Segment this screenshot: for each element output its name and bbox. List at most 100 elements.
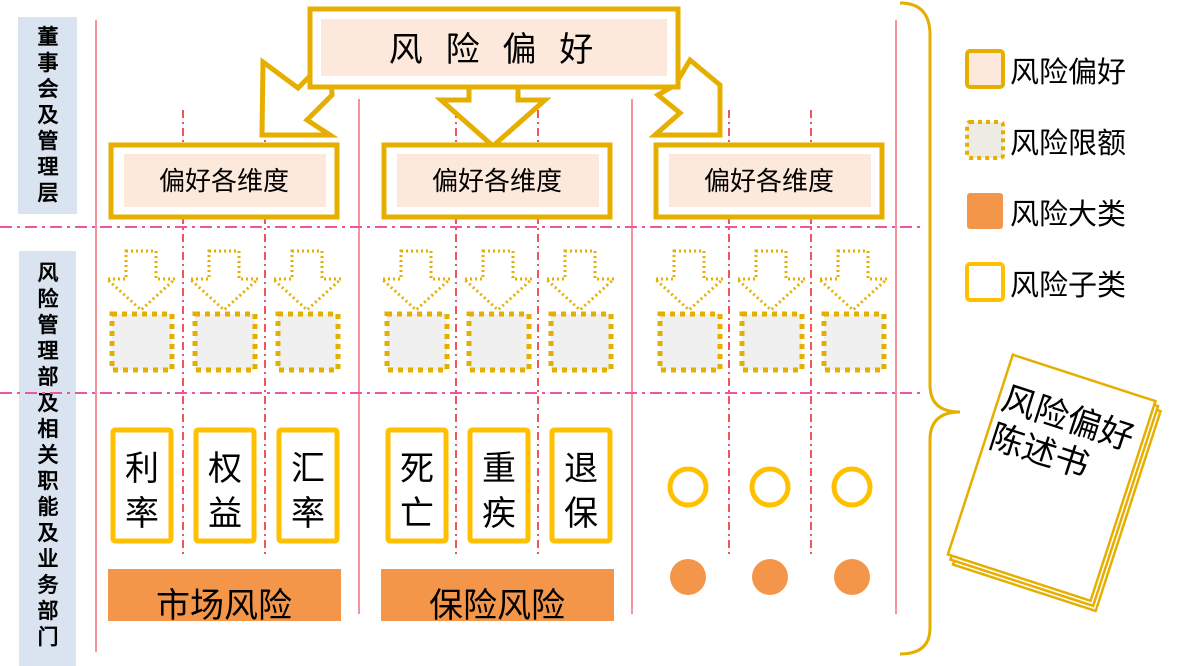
risk-subcategory-box[interactable]: 汇率 xyxy=(276,427,340,544)
risk-subcategory-placeholder-icon[interactable] xyxy=(831,466,873,508)
risk-categories: 市场风险 保险风险 xyxy=(108,569,614,626)
dimension-label: 偏好各维度 xyxy=(159,167,289,197)
sidebar-bottom-char: 部 xyxy=(38,599,59,623)
sidebar-top-bg xyxy=(18,17,77,214)
sidebar-bottom-char: 职 xyxy=(38,469,59,493)
risk-appetite-statement-document[interactable]: 风险偏好 陈述书 xyxy=(945,353,1163,613)
risk-subcategory-label: 汇 xyxy=(291,449,325,489)
risk-category-label: 市场风险 xyxy=(156,586,292,626)
risk-limit-box xyxy=(466,311,532,373)
section-dividers xyxy=(95,20,897,652)
risk-subcategory-label: 率 xyxy=(125,494,159,534)
risk-subcategory-label: 重 xyxy=(482,449,516,489)
sidebar-bottom-char: 险 xyxy=(38,287,60,311)
risk-subcategory-box[interactable]: 利率 xyxy=(110,427,174,544)
legend-item: 风险大类 xyxy=(967,193,1126,231)
dimension-box[interactable]: 偏好各维度 xyxy=(108,142,340,220)
dotted-arrow-icon xyxy=(733,249,809,313)
risk-category-bar[interactable]: 保险风险 xyxy=(381,569,614,626)
dimension-box[interactable]: 偏好各维度 xyxy=(381,142,613,220)
flow-arrows xyxy=(259,50,723,150)
sidebar-bottom-char: 门 xyxy=(38,625,59,649)
risk-subcategory-placeholder-icon[interactable] xyxy=(749,466,791,508)
risk-appetite-title: 风 险 偏 好 xyxy=(389,30,599,70)
risk-limit-item[interactable] xyxy=(378,249,454,373)
dimension-boxes: 偏好各维度 偏好各维度 偏好各维度 xyxy=(108,142,885,220)
risk-subcategory-label: 利 xyxy=(125,449,159,489)
risk-limit-box xyxy=(384,311,450,373)
risk-appetite-swatch-icon xyxy=(965,49,1005,89)
dotted-arrow-icon xyxy=(103,249,179,313)
sidebar-top-char: 及 xyxy=(38,103,60,127)
legend-item: 风险限额 xyxy=(965,120,1126,160)
risk-category-bar[interactable]: 市场风险 xyxy=(108,569,341,626)
dotted-arrow-icon xyxy=(651,249,727,313)
risk-subcategory-swatch-icon xyxy=(965,262,1005,302)
risk-limit-item[interactable] xyxy=(186,249,262,373)
sidebar-bottom-char: 管 xyxy=(38,313,59,337)
sidebar-top-char: 事 xyxy=(38,51,59,75)
sidebar-top-char: 董 xyxy=(38,25,59,49)
sidebar-bottom-char: 及 xyxy=(38,391,60,415)
dotted-arrow-icon xyxy=(269,249,345,313)
risk-limit-box xyxy=(109,311,175,373)
dotted-arrow-icon xyxy=(378,249,454,313)
sidebar-bottom-char: 部 xyxy=(38,365,59,389)
dimension-box[interactable]: 偏好各维度 xyxy=(653,142,885,220)
sidebar-top-char: 会 xyxy=(38,77,59,101)
risk-limit-item[interactable] xyxy=(103,249,179,373)
sidebar-bottom-char: 务 xyxy=(38,573,60,597)
risk-limit-box xyxy=(657,311,723,373)
legend-item: 风险子类 xyxy=(965,262,1126,302)
risk-limit-box xyxy=(548,311,614,373)
risk-limit-item[interactable] xyxy=(815,249,891,373)
sidebar-bottom-char: 理 xyxy=(38,339,59,363)
dotted-arrow-icon xyxy=(186,249,262,313)
legend-label: 风险大类 xyxy=(1010,197,1126,231)
risk-limit-item[interactable] xyxy=(542,249,618,373)
risk-category-label: 保险风险 xyxy=(429,586,565,626)
risk-subcategory-label: 死 xyxy=(400,449,434,489)
risk-limit-box xyxy=(821,311,887,373)
risk-subcategory-label: 权 xyxy=(208,449,242,489)
legend-label: 风险子类 xyxy=(1010,268,1126,302)
document-page xyxy=(946,353,1158,603)
row-dividers xyxy=(0,226,920,394)
column-dividers xyxy=(182,110,812,555)
risk-limit-item[interactable] xyxy=(733,249,809,373)
risk-limit-item[interactable] xyxy=(460,249,536,373)
risk-subcategory-box[interactable]: 重疾 xyxy=(467,427,531,544)
risk-subcategory-box[interactable]: 死亡 xyxy=(385,427,449,544)
sidebar-bottom-char: 及 xyxy=(38,521,60,545)
risk-limit-item[interactable] xyxy=(269,249,345,373)
dimension-label: 偏好各维度 xyxy=(704,167,834,197)
risk-subcategory-placeholder-icon[interactable] xyxy=(667,466,709,508)
risk-subcategory-label: 益 xyxy=(208,494,242,534)
risk-appetite-box[interactable]: 风 险 偏 好 xyxy=(307,6,681,90)
risk-limit-box xyxy=(192,311,258,373)
risk-limit-box xyxy=(275,311,341,373)
risk-limit-item[interactable] xyxy=(651,249,727,373)
risk-category-placeholder-icon[interactable] xyxy=(752,559,788,595)
risk-subcategory-label: 疾 xyxy=(482,494,516,534)
legend-item: 风险偏好 xyxy=(965,49,1126,89)
risk-subcategory-label: 保 xyxy=(564,494,598,534)
risk-category-placeholder-icon[interactable] xyxy=(834,559,870,595)
risk-limit-swatch-icon xyxy=(965,120,1005,160)
risk-category-placeholder-icon[interactable] xyxy=(670,559,706,595)
sidebar-bottom-char: 关 xyxy=(38,443,59,467)
dimension-label: 偏好各维度 xyxy=(432,167,562,197)
dotted-arrow-icon xyxy=(542,249,618,313)
risk-subcategory-box[interactable]: 退保 xyxy=(549,427,613,544)
sidebar-top-char: 理 xyxy=(38,155,59,179)
risk-subcategory-box[interactable]: 权益 xyxy=(193,427,257,544)
legend-label: 风险限额 xyxy=(1010,126,1126,160)
risk-limit-box xyxy=(739,311,805,373)
dotted-arrow-icon xyxy=(815,249,891,313)
legend-label: 风险偏好 xyxy=(1010,55,1126,89)
